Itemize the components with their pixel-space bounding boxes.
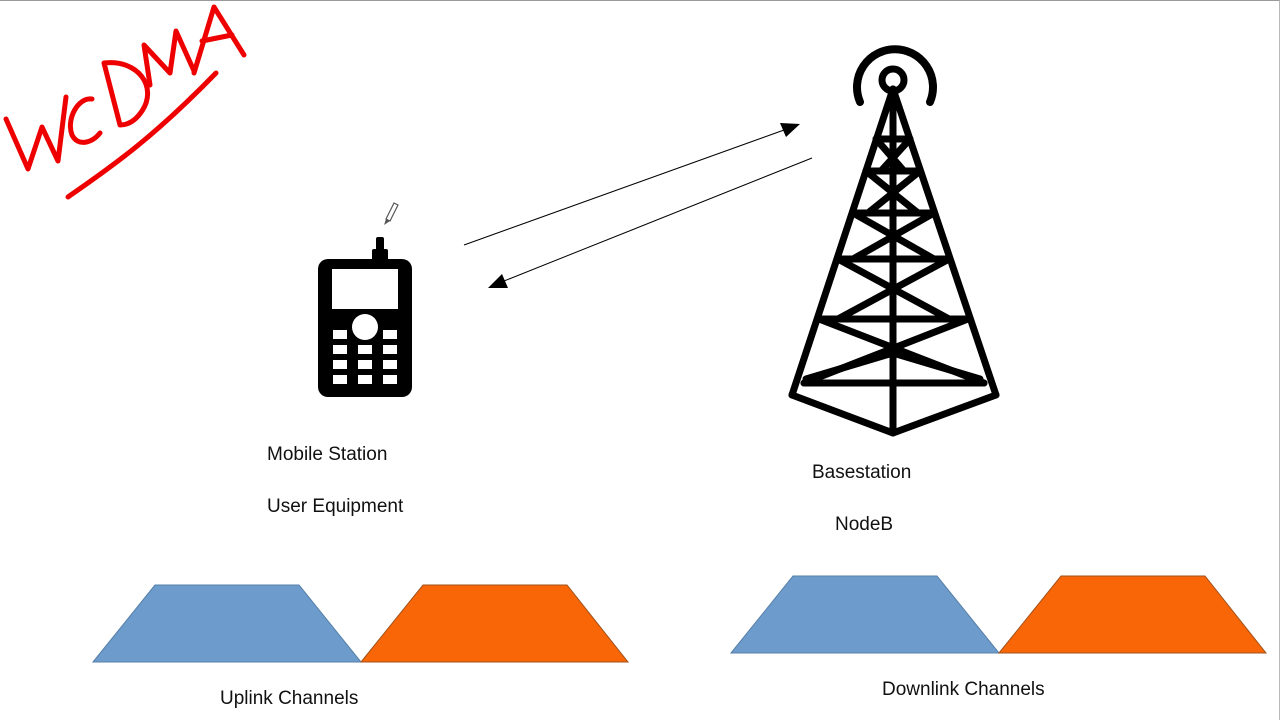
- downlink-channel-blue: [729, 575, 1001, 654]
- downlink-channels-label: Downlink Channels: [882, 679, 1045, 700]
- phone-icon: [318, 237, 412, 397]
- uplink-channel-blue: [91, 584, 363, 663]
- uplink-channels-shapes: [91, 584, 630, 663]
- wcdma-handwriting: [3, 4, 247, 200]
- downlink-channel-orange: [997, 575, 1268, 654]
- uplink-channels-label: Uplink Channels: [220, 688, 359, 709]
- uplink-channel-orange: [359, 584, 630, 663]
- pen-cursor-icon: [384, 202, 399, 225]
- mobile-station-label: Mobile Station: [267, 444, 388, 465]
- nodeb-label: NodeB: [835, 514, 894, 535]
- downlink-channels-shapes: [729, 575, 1268, 654]
- user-equipment-label: User Equipment: [267, 496, 404, 517]
- basestation-label: Basestation: [812, 462, 912, 483]
- uplink-arrow: [463, 123, 800, 246]
- downlink-arrow: [488, 157, 813, 288]
- tower-icon: [788, 45, 1000, 437]
